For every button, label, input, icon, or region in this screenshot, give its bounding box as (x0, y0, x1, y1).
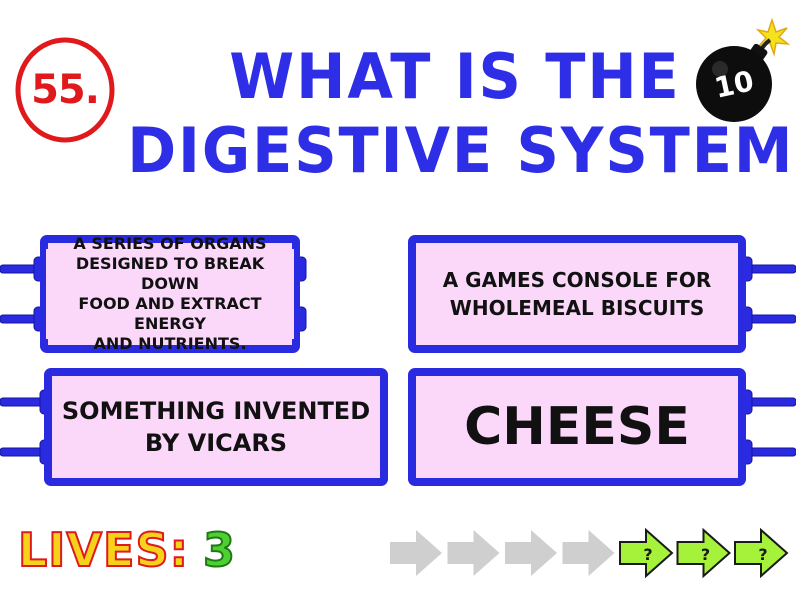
bomb-timer: 10 (690, 14, 791, 124)
question-number-badge: 55. (12, 34, 118, 146)
arrow-icon (390, 530, 442, 576)
progress-arrow-remaining: ? (619, 527, 674, 579)
bomb-icon (696, 17, 791, 122)
answer-option-c[interactable]: SOMETHING INVENTED BY VICARS (0, 368, 388, 486)
answer-text-line: CHEESE (464, 397, 690, 457)
answer-text-line: SOMETHING INVENTED (61, 397, 371, 425)
progress-question-mark: ? (643, 545, 652, 564)
answer-text-line: A GAMES CONSOLE FOR (442, 268, 712, 292)
red-circle-outline (15, 37, 115, 143)
question-number: 55. (31, 67, 100, 113)
answer-option-d-text: CHEESE (418, 382, 736, 472)
answer-option-a-text: A SERIES OF ORGANS DESIGNED TO BREAK DOW… (46, 234, 294, 353)
answer-option-b-text: A GAMES CONSOLE FOR WHOLEMEAL BISCUITS (418, 249, 736, 339)
progress-arrow-completed (447, 530, 500, 576)
progress-arrow-completed (505, 530, 557, 576)
arrow-icon (505, 530, 557, 576)
answer-option-a[interactable]: A SERIES OF ORGANS DESIGNED TO BREAK DOW… (0, 234, 340, 353)
answer-text-line: A SERIES OF ORGANS (73, 234, 267, 253)
progress-question-mark: ? (701, 545, 710, 564)
arrow-icon (619, 527, 674, 579)
lives-count: 3 (202, 522, 236, 578)
answer-option-d[interactable]: CHEESE (406, 368, 796, 486)
progress-arrow-remaining: ? (734, 527, 789, 579)
progress-arrow-completed (390, 530, 442, 576)
question-title: WHAT IS THE DIGESTIVE SYSTEM? (127, 40, 796, 188)
answer-option-c-text: SOMETHING INVENTED BY VICARS (54, 382, 378, 472)
progress-question-mark: ? (758, 545, 767, 564)
arrow-icon (734, 527, 789, 579)
progress-arrow-remaining: ? (676, 527, 732, 579)
lives-label: LIVES: (17, 522, 189, 578)
question-progress: ??? (390, 527, 789, 579)
arrow-icon (676, 527, 732, 579)
answer-text-line: FOOD AND EXTRACT ENERGY (78, 294, 262, 333)
answer-text-line: WHOLEMEAL BISCUITS (449, 296, 705, 320)
arrow-icon (447, 530, 500, 576)
answer-text-line: DESIGNED TO BREAK DOWN (75, 254, 265, 293)
question-title-line-2: DIGESTIVE SYSTEM? (127, 114, 796, 187)
answer-text-line: AND NUTRIENTS. (93, 334, 247, 353)
lives-display: LIVES: 3 (17, 520, 236, 580)
answer-text-line: BY VICARS (144, 429, 288, 457)
question-title-line-1: WHAT IS THE (229, 40, 681, 113)
progress-arrow-completed (562, 530, 615, 576)
answer-option-b[interactable]: A GAMES CONSOLE FOR WHOLEMEAL BISCUITS (406, 235, 796, 353)
arrow-icon (562, 530, 615, 576)
